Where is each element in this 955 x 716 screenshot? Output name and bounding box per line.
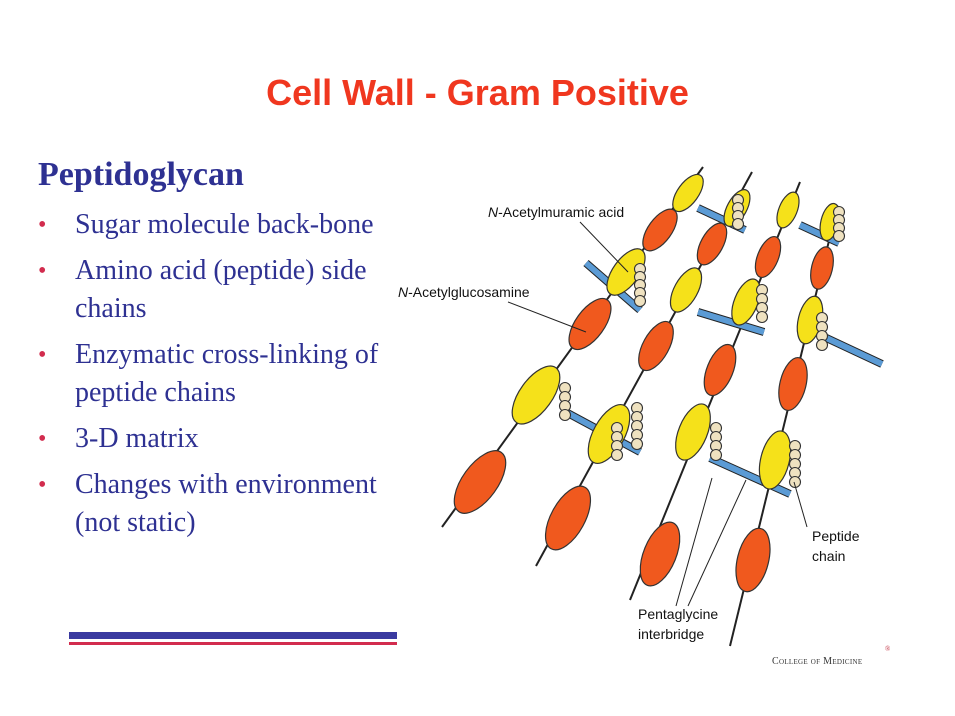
peptide-bead [610,448,624,462]
bullet-item: • Enzymatic cross-linking of peptide chai… [38,336,398,412]
pentaglycine-bridge [708,455,792,497]
bullet-item: • Sugar molecule back-bone [38,206,398,244]
pentaglycine-label-line1: Pentaglycine [638,606,718,622]
bullet-dot-icon: • [38,472,47,498]
bullet-item: • 3-D matrix [38,420,398,458]
sugar-residues [453,173,841,593]
bullet-item: • Amino acid (peptide) side chains [38,252,398,328]
label-leader-line [675,477,713,607]
bullet-text: 3-D matrix [75,423,199,454]
bullet-dot-icon: • [38,212,47,238]
nam-label: N-Acetylmuramic acid [488,204,624,220]
divider-blue [69,632,397,639]
nam-residue [758,430,792,490]
label-leader-line [579,221,629,273]
divider-red [69,642,397,645]
nag-residue [703,343,737,397]
peptide-bead [788,475,802,489]
nag-residue [696,222,728,266]
pentaglycine-label-line2: interbridge [638,626,704,642]
label-leader-line [687,479,747,607]
nam-residue [511,365,561,425]
pentaglycine-bridge [818,332,884,367]
peptide-bead [755,310,769,324]
nam-residue [675,403,711,461]
peptide-bead [630,437,644,451]
bullet-dot-icon: • [38,426,47,452]
bullet-dot-icon: • [38,258,47,284]
nam-residue [669,267,703,313]
slide-title: Cell Wall - Gram Positive [266,72,689,113]
nag-residue [735,527,771,593]
nam-residue [672,173,704,213]
label-leader-line [793,481,808,528]
nam-residue [776,191,800,229]
bullet-text: Enzymatic cross-linking of peptide chain… [75,339,379,408]
bullet-text: Amino acid (peptide) side chains [75,255,367,324]
peptide-bead [731,217,745,231]
pentaglycine-bridge [798,222,841,246]
nag-residue [638,320,674,372]
nag-residue [568,297,612,351]
section-heading: Peptidoglycan [38,156,244,193]
label-leader-line [507,301,587,333]
pentaglycine-bridge [697,309,765,335]
peptide-chain-label-line1: Peptide [812,528,860,544]
peptide-beads [558,193,846,489]
nag-residue [754,236,782,278]
bullet-list: • Sugar molecule back-bone • Amino acid (p… [38,206,398,550]
bullet-text: Sugar molecule back-bone [75,209,374,240]
nag-label: N-Acetylglucosamine [398,284,530,300]
peptidoglycan-diagram: N-Acetylmuramic acid N-Acetylglucosamine… [398,166,884,647]
college-logo: College of Medicine [772,656,863,667]
nag-residue [778,356,808,412]
nag-residue [639,521,681,587]
nag-residue [453,450,507,514]
peptide-bead [558,408,572,422]
registered-mark: ® [885,645,891,653]
nag-residue [544,485,592,551]
nam-residue [587,404,631,464]
bullet-text: Changes with environment (not static) [75,469,377,538]
peptide-bead [709,448,723,462]
bullet-item: • Changes with environment (not static) [38,466,398,542]
peptide-chain-label-line2: chain [812,548,845,564]
peptide-bead [815,338,829,352]
peptide-bead [633,294,647,308]
label-leaders [507,221,808,607]
bullet-dot-icon: • [38,342,47,368]
nag-residue [810,246,834,290]
peptide-bead [832,229,846,243]
